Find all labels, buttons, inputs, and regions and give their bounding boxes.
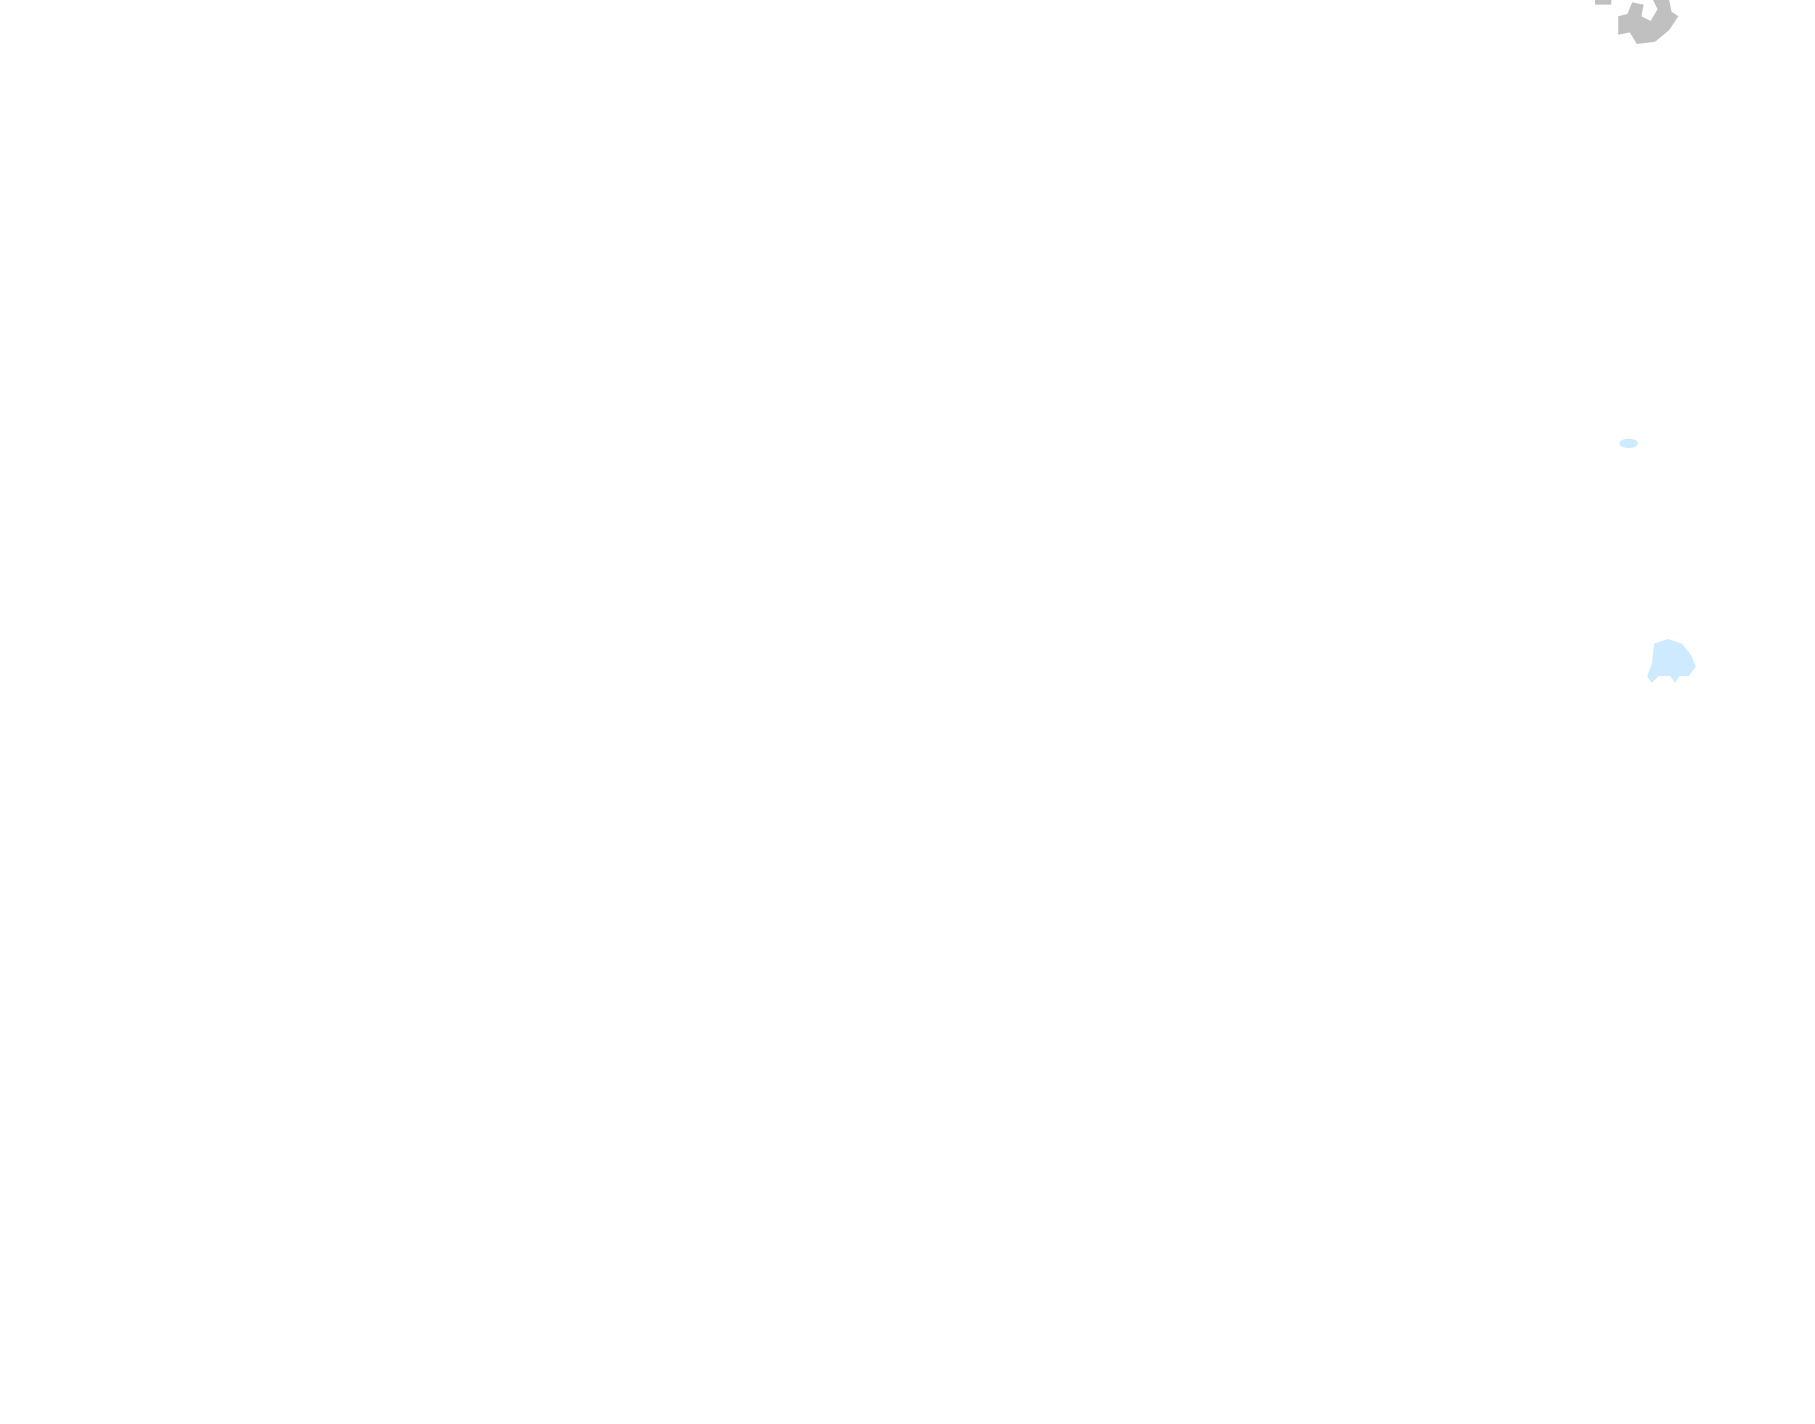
light-precip-cells	[1619, 438, 1696, 683]
precip-cell	[1619, 438, 1638, 448]
gray-precip-cells	[1595, 0, 1679, 44]
precip-cell	[1647, 638, 1696, 683]
precip-cell	[1595, 0, 1612, 5]
precip-cell	[1618, 0, 1679, 44]
